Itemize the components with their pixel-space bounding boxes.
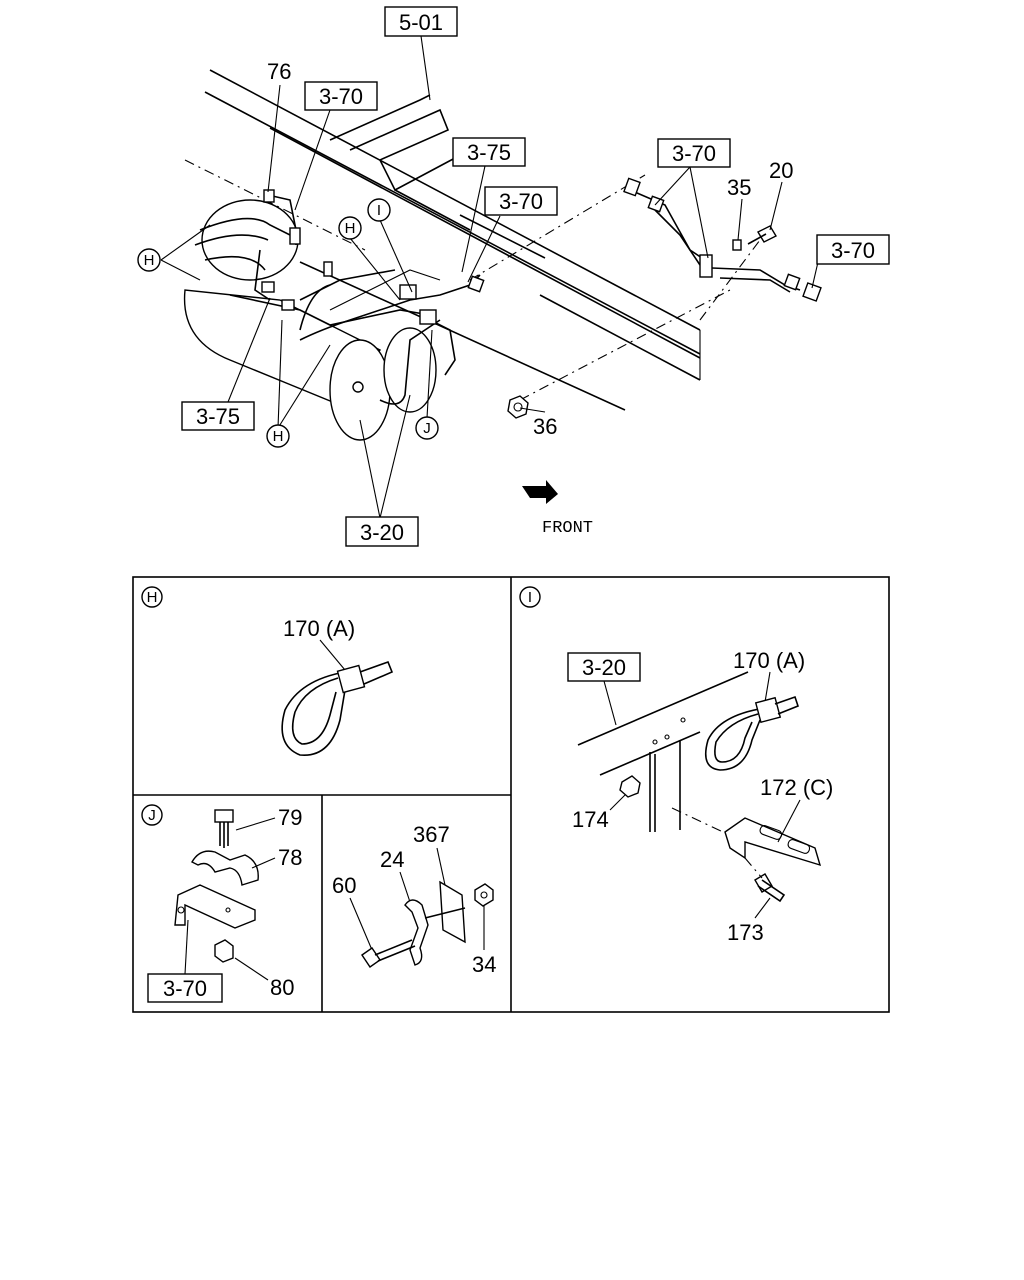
front-label: FRONT bbox=[542, 519, 593, 538]
callout-i-main: I bbox=[367, 198, 391, 222]
ref-3-70-right-top: 3-70 bbox=[657, 138, 731, 168]
part-34-label: 34 bbox=[472, 952, 496, 977]
svg-text:3-70: 3-70 bbox=[672, 141, 716, 166]
ref-3-70-mid: 3-70 bbox=[484, 186, 558, 216]
ref-3-70-detail: 3-70 bbox=[163, 976, 207, 1001]
part-172c-label: 172 (C) bbox=[760, 775, 833, 800]
detail-j-callout: J bbox=[148, 807, 156, 824]
center-lines bbox=[184, 159, 761, 401]
svg-text:3-70: 3-70 bbox=[831, 238, 875, 263]
ref-5-01: 5-01 bbox=[384, 6, 458, 37]
part-76-label: 76 bbox=[267, 59, 291, 84]
part-170a-label-h: 170 (A) bbox=[283, 616, 355, 641]
air-tanks bbox=[183, 199, 441, 441]
ref-3-75-top: 3-75 bbox=[452, 137, 526, 167]
part-24-label: 24 bbox=[380, 847, 404, 872]
detail-clip-assembly: 367 24 60 34 bbox=[332, 822, 496, 977]
svg-text:J: J bbox=[423, 420, 431, 437]
svg-text:H: H bbox=[273, 428, 284, 445]
callout-h-bottom: H bbox=[266, 424, 290, 448]
svg-text:3-75: 3-75 bbox=[196, 404, 240, 429]
ref-3-20-detail: 3-20 bbox=[582, 655, 626, 680]
part-174-label: 174 bbox=[572, 807, 609, 832]
svg-text:5-01: 5-01 bbox=[399, 10, 443, 35]
svg-text:3-75: 3-75 bbox=[467, 140, 511, 165]
part-367-label: 367 bbox=[413, 822, 450, 847]
svg-text:H: H bbox=[144, 252, 155, 269]
callout-h-left: H bbox=[137, 248, 161, 272]
svg-text:3-20: 3-20 bbox=[360, 520, 404, 545]
detail-i: I 3-20 170 (A) 174 172 (C) 173 bbox=[519, 586, 833, 945]
detail-i-callout: I bbox=[528, 589, 532, 606]
ref-3-70-detail-box bbox=[147, 973, 223, 1003]
ref-3-70-top: 3-70 bbox=[304, 81, 378, 111]
fittings bbox=[261, 177, 822, 419]
part-36-label: 36 bbox=[533, 414, 557, 439]
part-79-label: 79 bbox=[278, 805, 302, 830]
svg-text:3-70: 3-70 bbox=[319, 84, 363, 109]
detail-j: J 79 78 80 3-70 bbox=[141, 804, 302, 1003]
frame-rails bbox=[204, 69, 701, 411]
part-78-label: 78 bbox=[278, 845, 302, 870]
part-60-label: 60 bbox=[332, 873, 356, 898]
part-20-label: 20 bbox=[769, 158, 793, 183]
ref-3-20-bottom: 3-20 bbox=[345, 516, 419, 547]
part-173-label: 173 bbox=[727, 920, 764, 945]
leader-lines bbox=[160, 35, 819, 519]
detail-h: H 170 (A) bbox=[141, 586, 394, 756]
ref-3-70-right: 3-70 bbox=[816, 234, 890, 265]
part-80-label: 80 bbox=[270, 975, 294, 1000]
ref-3-75-left: 3-75 bbox=[181, 401, 255, 431]
ref-3-20-detail-box bbox=[567, 652, 641, 682]
svg-text:I: I bbox=[377, 202, 381, 219]
callout-h-middle: H bbox=[338, 216, 362, 240]
part-35-label: 35 bbox=[727, 175, 751, 200]
detail-panels-frame bbox=[132, 576, 890, 1013]
svg-text:H: H bbox=[345, 220, 356, 237]
front-arrow-icon bbox=[522, 480, 558, 504]
part-170a-label-i: 170 (A) bbox=[733, 648, 805, 673]
detail-h-callout: H bbox=[147, 589, 158, 606]
svg-text:3-70: 3-70 bbox=[499, 189, 543, 214]
callout-j-main: J bbox=[415, 416, 439, 440]
